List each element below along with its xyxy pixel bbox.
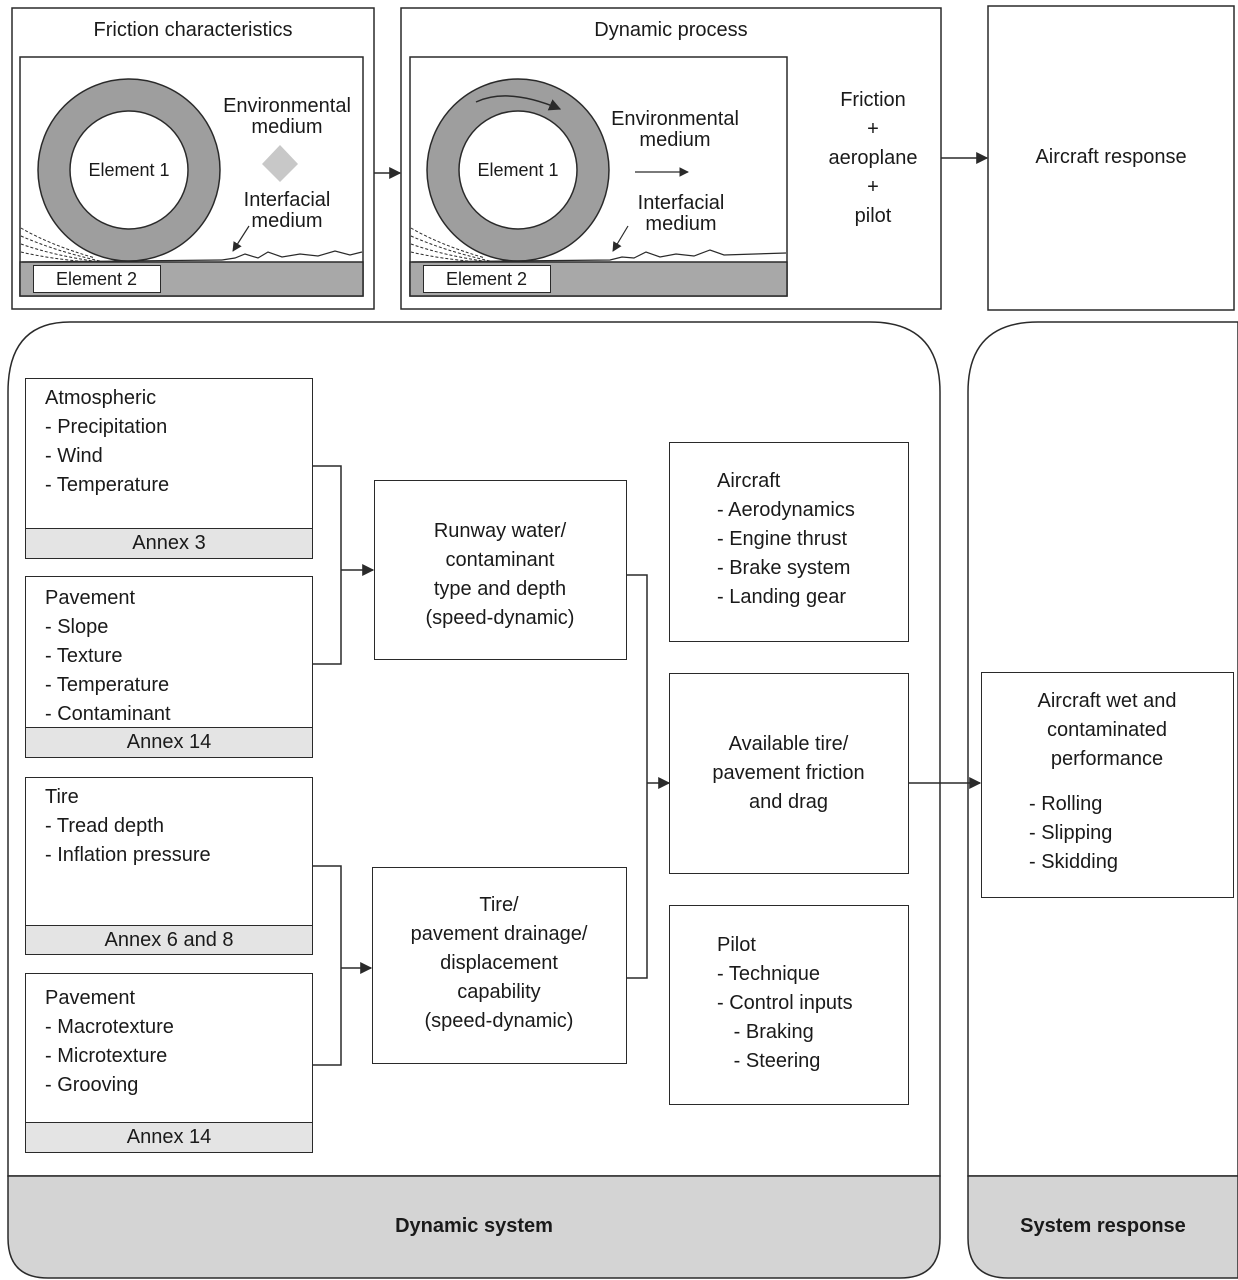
performance-text: Aircraft wet and contaminated performanc… bbox=[1037, 690, 1177, 770]
element-1-label-2: Element 1 bbox=[477, 160, 559, 180]
runway-water-text: Runway water/ contaminant type and depth… bbox=[425, 520, 575, 629]
runway-water-box: Runway water/ contaminant type and depth… bbox=[374, 480, 627, 660]
aircraft-response-frame bbox=[987, 5, 1235, 311]
tire-ring bbox=[38, 79, 220, 261]
aircraft-response-label: Aircraft response bbox=[1035, 146, 1187, 168]
system-response-footer: System response bbox=[1020, 1215, 1186, 1237]
interfacial-medium-label: Interfacial medium bbox=[243, 189, 331, 232]
pavement-text-2: Pavement - Macrotexture - Microtexture -… bbox=[45, 987, 174, 1096]
pavement-text-1: Pavement - Slope - Texture - Temperature… bbox=[45, 587, 171, 725]
diamond-shape bbox=[262, 145, 298, 182]
annex-14-label-2: Annex 14 bbox=[25, 1122, 313, 1153]
element-2-label-2: Element 2 bbox=[445, 269, 528, 289]
aircraft-text: Aircraft - Aerodynamics - Engine thrust … bbox=[717, 470, 855, 608]
interfacial-medium-label-2: Interfacial medium bbox=[637, 192, 725, 235]
aircraft-box: Aircraft - Aerodynamics - Engine thrust … bbox=[669, 442, 909, 642]
performance-modes: - Rolling - Slipping - Skidding bbox=[1029, 793, 1118, 873]
element-1-label: Element 1 bbox=[88, 160, 170, 180]
element-2-box-2: Element 2 bbox=[423, 265, 551, 293]
atmospheric-text: Atmospheric - Precipitation - Wind - Tem… bbox=[45, 387, 170, 496]
element-2-box: Element 2 bbox=[33, 265, 161, 293]
environmental-medium-label: Environmental medium bbox=[223, 95, 351, 138]
tire-text: Tire - Tread depth - Inflation pressure bbox=[45, 786, 211, 866]
annex-14-label-1: Annex 14 bbox=[25, 727, 313, 758]
friction-aeroplane-pilot-text: Friction + aeroplane + pilot bbox=[828, 89, 918, 227]
available-friction-text: Available tire/ pavement friction and dr… bbox=[712, 733, 865, 813]
pilot-text: Pilot - Technique - Control inputs - Bra… bbox=[717, 934, 853, 1072]
tire-drainage-box: Tire/ pavement drainage/ displacement ca… bbox=[372, 867, 627, 1064]
friction-characteristics-title: Friction characteristics bbox=[93, 19, 293, 41]
performance-box: Aircraft wet and contaminated performanc… bbox=[981, 672, 1234, 898]
dynamic-process-illustration bbox=[409, 56, 788, 297]
tire-drainage-text: Tire/ pavement drainage/ displacement ca… bbox=[410, 894, 588, 1032]
element-2-label: Element 2 bbox=[55, 269, 138, 289]
annex-3-label: Annex 3 bbox=[25, 528, 313, 559]
annex-6-and-8-label: Annex 6 and 8 bbox=[25, 925, 313, 955]
connectors bbox=[313, 465, 982, 1066]
rotation-arrow bbox=[475, 95, 562, 111]
environmental-medium-label-2: Environmental medium bbox=[611, 108, 739, 151]
pilot-box: Pilot - Technique - Control inputs - Bra… bbox=[669, 905, 909, 1105]
dynamic-system-footer: Dynamic system bbox=[395, 1215, 553, 1237]
available-friction-box: Available tire/ pavement friction and dr… bbox=[669, 673, 909, 874]
dynamic-process-title: Dynamic process bbox=[594, 19, 748, 41]
